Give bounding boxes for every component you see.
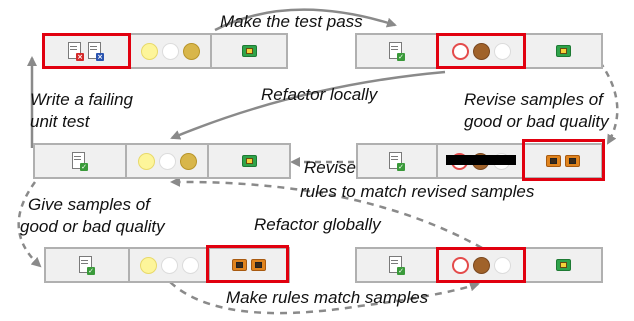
passing-test-document-icon: ✓ — [72, 151, 88, 171]
label-make-test-pass: Make the test pass — [220, 12, 363, 31]
state-6-highlight — [436, 247, 526, 283]
state-6-tests: ✓ — [357, 249, 439, 281]
label-refactor-globally: Refactor globally — [254, 215, 381, 234]
yellow-circle-icon — [137, 152, 155, 170]
label-revise-samples-line2: good or bad quality — [464, 112, 609, 131]
good-sample-icon — [555, 259, 571, 271]
passing-test-document-icon: ✓ — [79, 255, 95, 275]
arrow-refactor-globally — [170, 176, 483, 250]
good-sample-icon — [555, 45, 571, 57]
passing-test-document-icon: ✓ — [389, 41, 405, 61]
red-ring-circle-icon — [451, 256, 469, 274]
bad-sample-icon — [232, 259, 247, 271]
white-circle-icon — [181, 256, 199, 274]
white-circle-icon — [493, 256, 511, 274]
label-refactor-locally: Refactor locally — [261, 85, 378, 104]
failing-test-document-icon: × — [88, 41, 104, 61]
state-1-tests: × × — [44, 35, 130, 67]
state-3-tests: ✓ — [35, 145, 127, 177]
passing-test-document-icon: ✓ — [389, 151, 405, 171]
state-5-tests: ✓ — [46, 249, 130, 281]
state-4-tests: ✓ — [358, 145, 438, 177]
label-give-samples-line1: Give samples of — [28, 195, 150, 214]
good-sample-icon — [241, 45, 257, 57]
yellow-circle-icon — [140, 42, 158, 60]
state-4-samples — [524, 145, 601, 177]
white-circle-icon — [161, 42, 179, 60]
gold-circle-icon — [179, 152, 197, 170]
state-5-circles — [130, 249, 210, 281]
state-3-box: ✓ — [33, 143, 291, 179]
state-6-samples — [525, 249, 601, 281]
good-sample-icon — [241, 155, 257, 167]
arrow-refactor-locally — [170, 70, 446, 140]
label-revise-rules-line2: rules to match revised samples — [300, 182, 535, 201]
white-circle-icon — [493, 42, 511, 60]
state-2-tests: ✓ — [357, 35, 439, 67]
state-2-samples — [525, 35, 601, 67]
state-1-samples — [212, 35, 286, 67]
state-1-circles — [130, 35, 212, 67]
passing-test-document-icon: ✓ — [389, 255, 405, 275]
state-3-samples — [209, 145, 289, 177]
bad-sample-icon — [545, 155, 561, 167]
white-circle-icon — [158, 152, 176, 170]
bad-sample-icon — [564, 155, 580, 167]
state-2-box: ✓ — [355, 33, 603, 69]
yellow-circle-icon — [139, 256, 157, 274]
state-5-highlight — [206, 245, 289, 283]
label-make-rules-match: Make rules match samples — [226, 288, 429, 307]
label-write-failing-line1: Write a failing — [30, 90, 133, 109]
state-1-highlight — [42, 33, 131, 69]
state-1-box: × × — [42, 33, 288, 69]
red-ring-circle-icon — [451, 42, 469, 60]
state-5-samples — [210, 249, 288, 281]
brown-circle-icon — [472, 256, 490, 274]
redaction-bar — [446, 155, 516, 165]
state-3-circles — [127, 145, 209, 177]
state-5-box: ✓ — [44, 247, 290, 283]
label-revise-rules-line1: Revise — [304, 158, 356, 177]
arrow-make-test-pass — [214, 8, 397, 32]
arrow-give-samples — [17, 181, 42, 268]
label-write-failing-line2: unit test — [30, 112, 90, 131]
white-circle-icon — [160, 256, 178, 274]
bad-sample-icon — [251, 259, 266, 271]
state-2-highlight — [436, 33, 526, 69]
gold-circle-icon — [182, 42, 200, 60]
brown-circle-icon — [472, 42, 490, 60]
label-give-samples-line2: good or bad quality — [20, 217, 165, 236]
arrow-revise-samples — [598, 61, 619, 145]
label-revise-samples-line1: Revise samples of — [464, 90, 603, 109]
failing-test-document-icon: × — [68, 41, 84, 61]
state-4-highlight — [522, 139, 605, 181]
